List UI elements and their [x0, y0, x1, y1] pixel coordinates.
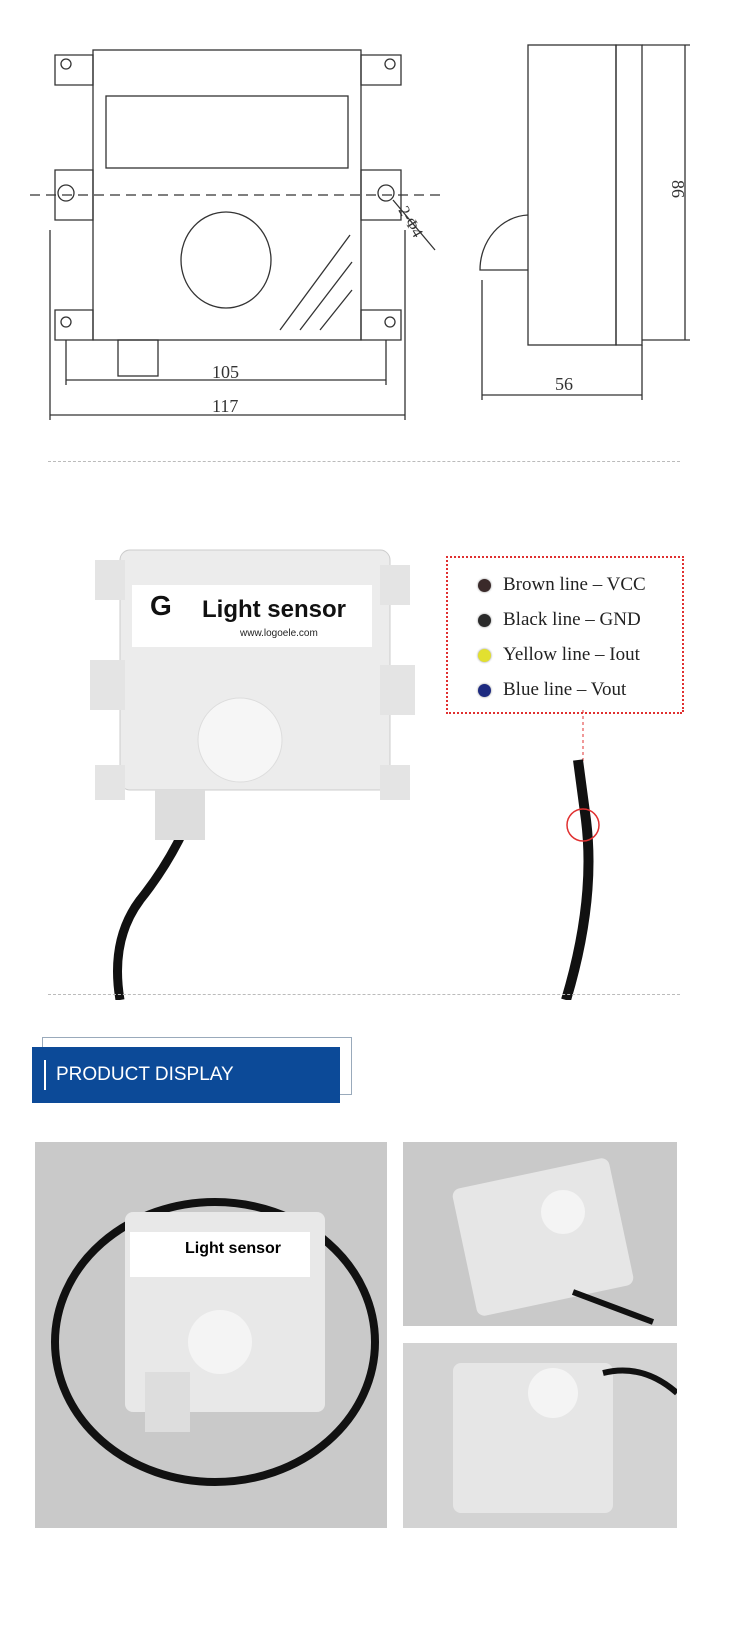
- label-title: Light sensor: [202, 596, 347, 623]
- dim-86: 86: [668, 180, 688, 198]
- legend-label: Yellow line – Iout: [503, 644, 640, 665]
- legend-item: Blue line – Vout: [478, 679, 626, 701]
- black-dot-icon: [478, 613, 491, 627]
- label-url: www.logoele.com: [240, 628, 318, 639]
- g-logo: G: [150, 590, 172, 621]
- dim-117: 117: [212, 396, 238, 416]
- wiring-legend: [446, 556, 684, 714]
- cable-closeup: [561, 710, 600, 1000]
- dim-hole: 2-Φ4: [395, 204, 426, 241]
- legend-item: Black line – GND: [478, 609, 641, 631]
- legend-item: Brown line – VCC: [478, 574, 646, 596]
- blue-dot-icon: [478, 683, 491, 697]
- sensor-photo: [90, 549, 415, 1000]
- dim-105: 105: [212, 362, 239, 382]
- dimension-drawing: 105 117 56 86 2-Φ4: [30, 44, 690, 420]
- legend-label: Blue line – Vout: [503, 679, 627, 700]
- divider: [48, 461, 680, 462]
- brown-dot-icon: [478, 578, 491, 592]
- legend-label: Brown line – VCC: [503, 574, 646, 595]
- section-header: PRODUCT DISPLAY: [32, 1047, 340, 1103]
- photo-label: Light sensor: [185, 1240, 282, 1257]
- legend-label: Black line – GND: [503, 609, 641, 630]
- divider: [48, 994, 680, 995]
- product-photo-main: Light sensor: [35, 1142, 387, 1528]
- legend-item: Yellow line – Iout: [478, 644, 640, 666]
- product-photo-angle-1: [403, 1142, 677, 1326]
- section-title: PRODUCT DISPLAY: [56, 1064, 234, 1085]
- product-photo-angle-2: [403, 1343, 677, 1528]
- dim-56: 56: [555, 374, 573, 394]
- yellow-dot-icon: [478, 648, 491, 662]
